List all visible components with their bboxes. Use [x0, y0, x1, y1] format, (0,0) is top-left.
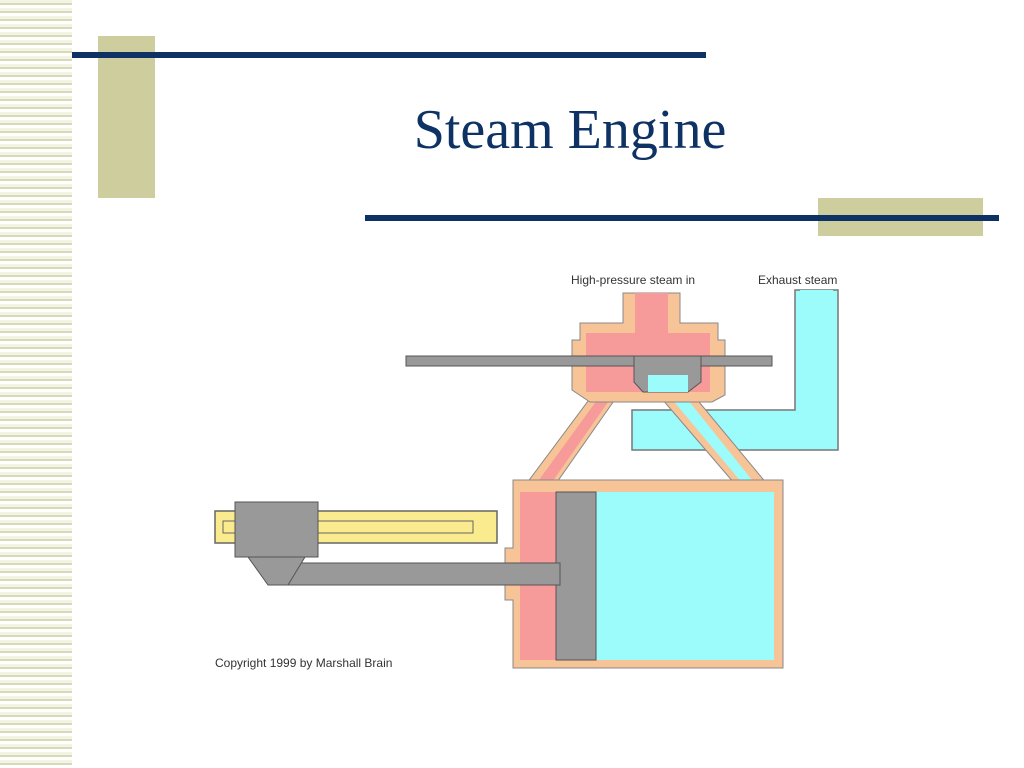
exhaust-passage [660, 385, 760, 490]
crosshead [234, 501, 319, 558]
label-exhaust-steam: Exhaust steam [758, 273, 837, 287]
copyright-text: Copyright 1999 by Marshall Brain [215, 656, 392, 670]
steam-passage [528, 385, 620, 495]
olive-accent-block-top [98, 36, 155, 198]
cylinder-exhaust-chamber [596, 492, 774, 660]
exhaust-pipe-inner [638, 290, 833, 444]
striped-left-border [0, 0, 72, 768]
navy-rule-bottom [365, 215, 999, 221]
slide-valve-cavity [648, 375, 688, 392]
piston [555, 491, 597, 661]
slide-title: Steam Engine [413, 99, 727, 161]
piston-rod [269, 562, 561, 586]
navy-rule-top [72, 52, 706, 58]
valve-rod [405, 355, 773, 367]
label-steam-in: High-pressure steam in [571, 273, 695, 287]
crosshead-connector [247, 556, 306, 586]
